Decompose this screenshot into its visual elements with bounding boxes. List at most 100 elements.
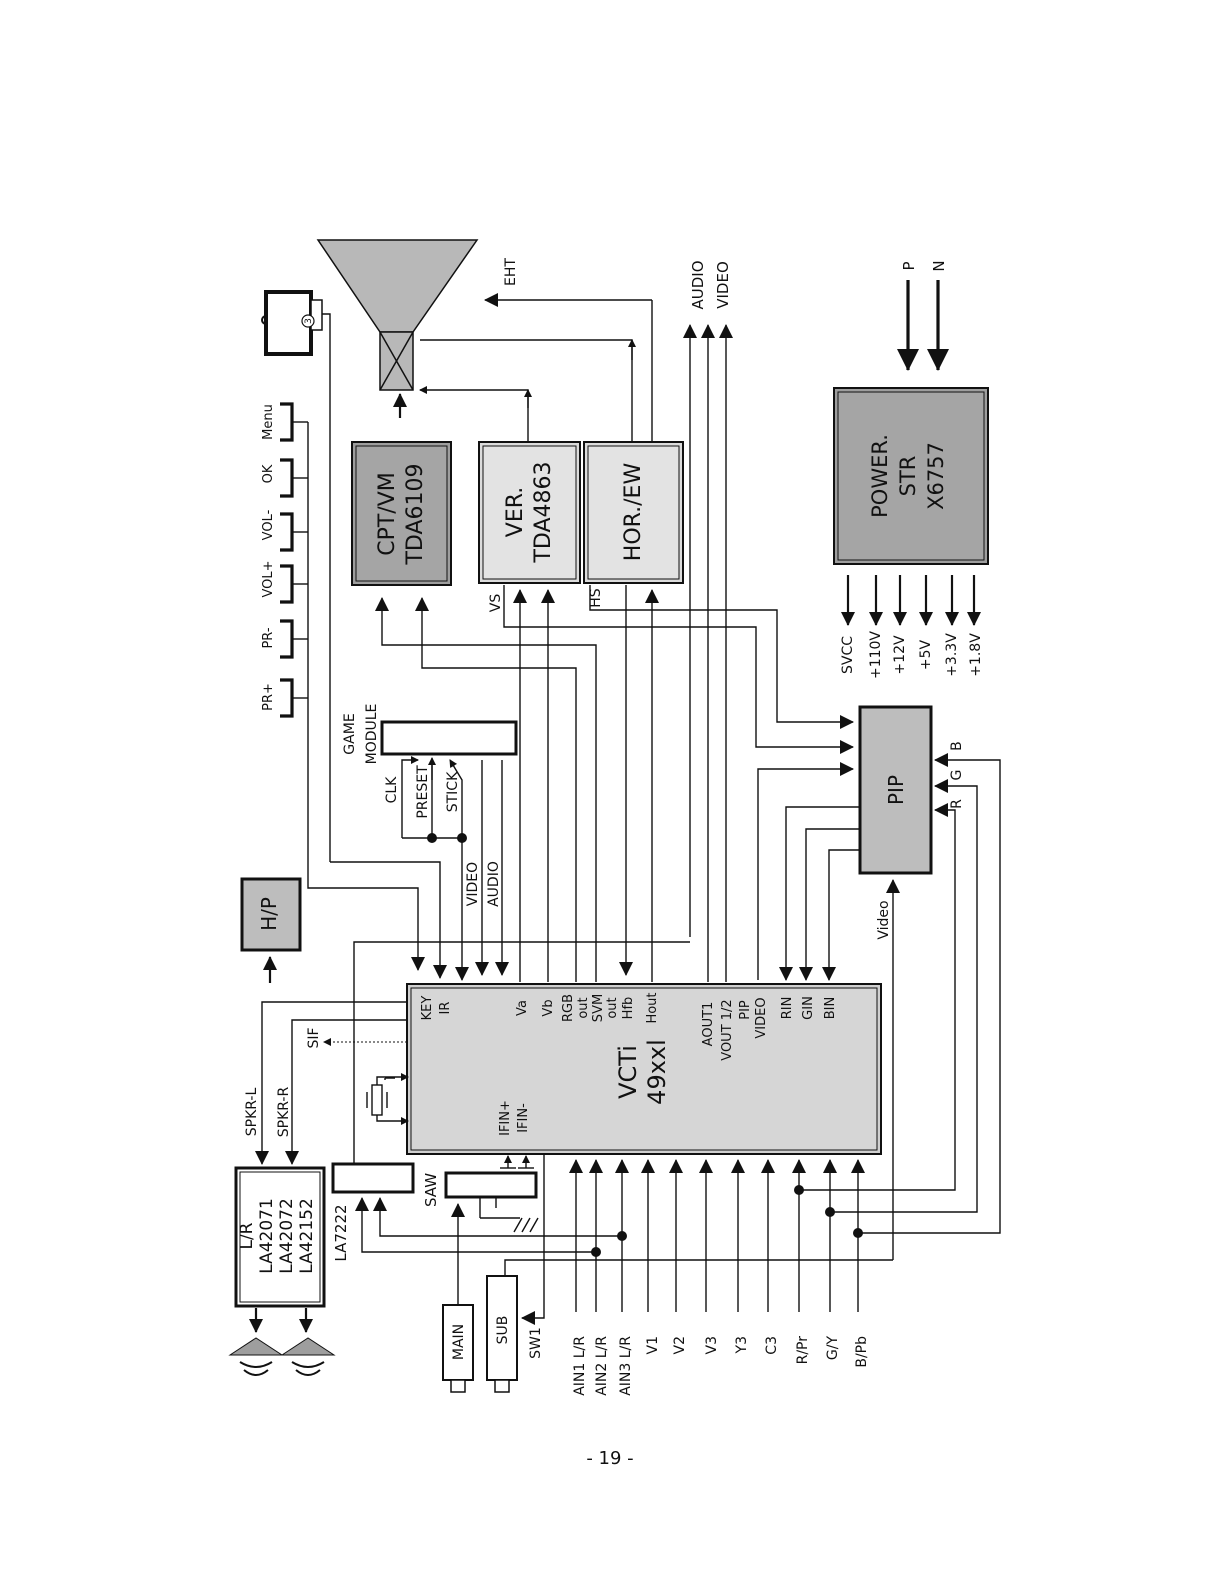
pip-block: PIP	[858, 705, 933, 875]
label-preset: PRESET	[415, 765, 431, 819]
key-buttons	[280, 402, 425, 971]
vcti-line2: 49xxl	[643, 1039, 671, 1105]
pip-input-g: G	[949, 770, 965, 781]
pin-svm-out: out	[605, 997, 620, 1018]
input-lines	[569, 1159, 865, 1312]
pin-key: KEY	[420, 996, 435, 1021]
saw-label: SAW	[422, 1173, 440, 1207]
pin-hfb: Hfb	[621, 997, 636, 1020]
power-line1: POWER.	[868, 434, 892, 518]
pin-rin: RIN	[780, 997, 795, 1020]
main-tuner[interactable]: MAIN	[442, 1304, 474, 1393]
pin-aout1: AOUT1	[701, 1002, 716, 1047]
amp-line2: LA42071	[257, 1198, 277, 1274]
game-label-1: GAME	[342, 713, 358, 754]
label-game-audio: AUDIO	[486, 861, 502, 907]
crt-pin-label: 3	[304, 318, 314, 324]
game-module	[380, 720, 518, 756]
main-label: MAIN	[451, 1324, 467, 1360]
rail-110v: +110V	[868, 631, 884, 679]
pip-video-label: Video	[876, 900, 892, 939]
label-p: P	[900, 261, 918, 270]
power-line2: STR	[896, 456, 920, 497]
label-spkr-l: SPKR-L	[244, 1088, 260, 1137]
pin-pip: PIP	[738, 1000, 753, 1020]
vcti-line1: VCTi	[614, 1045, 642, 1099]
rail-12v: +12V	[892, 635, 908, 675]
la7222-block	[331, 1162, 415, 1194]
key-label-pr-plus[interactable]: PR+	[261, 683, 276, 711]
crt-tube	[316, 239, 479, 418]
input-c3: C3	[764, 1336, 780, 1355]
pip-input-r: R	[949, 799, 965, 809]
label-game-video: VIDEO	[465, 862, 481, 906]
label-eht: EHT	[503, 258, 519, 286]
hor-line1: HOR./EW	[621, 463, 646, 562]
input-v2: V2	[672, 1336, 688, 1354]
rail-5v: +5V	[918, 639, 934, 670]
pin-gin: GIN	[801, 996, 816, 1020]
rail-1v8: +1.8V	[968, 633, 984, 677]
pin-ifin-minus: IFIN-	[516, 1103, 531, 1133]
pin-rgb: RGB	[561, 994, 576, 1022]
vcti-top-pins: KEY IR Va Vb RGB out SVM out Hfb Hout AO…	[420, 992, 838, 1060]
hp-block: H/P	[240, 877, 302, 983]
pip-label: PIP	[884, 775, 908, 805]
label-clk: CLK	[384, 776, 400, 804]
amp-line1: L/R	[237, 1222, 257, 1249]
speaker-right-icon	[280, 1337, 336, 1376]
label-vs: VS	[488, 594, 504, 613]
saw-filter	[444, 1171, 539, 1233]
label-spkr-r: SPKR-R	[276, 1087, 292, 1138]
key-label-pr-minus[interactable]: PR-	[261, 627, 276, 648]
label-video-out: VIDEO	[714, 261, 732, 309]
pin-pip-video: VIDEO	[754, 997, 769, 1038]
label-stick: STICK	[445, 771, 461, 812]
vcti-chip	[406, 983, 882, 1155]
crystal	[366, 1073, 409, 1125]
input-ain3: AIN3 L/R	[618, 1336, 634, 1396]
cpt-vm-block: CPT/VM TDA6109	[351, 441, 452, 586]
pin-hout: Hout	[645, 992, 660, 1023]
label-audio-out: AUDIO	[689, 260, 707, 309]
pin-va: Va	[515, 1000, 530, 1016]
pin-svm: SVM	[591, 994, 606, 1022]
amp-line4: LA42152	[297, 1198, 317, 1274]
cpt-line1: CPT/VM	[375, 472, 400, 556]
sub-tuner[interactable]: SUB	[486, 1275, 518, 1393]
hp-label: H/P	[257, 897, 281, 931]
label-sw1: SW1	[528, 1327, 544, 1359]
power-block: POWER. STR X6757	[833, 387, 989, 565]
speaker-left-icon	[228, 1337, 284, 1376]
amp-line3: LA42072	[277, 1198, 297, 1274]
pin-rgb-out: out	[576, 997, 591, 1018]
key-label-vol-minus[interactable]: VOL-	[261, 509, 276, 540]
label-hs: HS	[588, 588, 604, 608]
ver-line1: VER.	[503, 487, 528, 537]
pin-vout: VOUT 1/2	[720, 999, 735, 1060]
input-v3: V3	[704, 1336, 720, 1354]
ver-block: VER. TDA4863	[478, 441, 581, 584]
input-rpr: R/Pr	[795, 1336, 811, 1365]
pin-ir: IR	[438, 1002, 453, 1015]
page-number: - 19 -	[586, 1448, 634, 1469]
key-label-ok[interactable]: OK	[261, 464, 276, 483]
power-line3: X6757	[924, 442, 948, 510]
input-y3: Y3	[734, 1336, 750, 1354]
hor-ew-block: HOR./EW	[583, 441, 684, 584]
la7222-label: LA7222	[332, 1204, 350, 1261]
input-gy: G/Y	[825, 1336, 841, 1361]
key-label-vol-plus[interactable]: VOL+	[261, 560, 276, 597]
label-n: N	[930, 260, 948, 271]
pin-ifin-plus: IFIN+	[498, 1100, 513, 1136]
pip-input-b: B	[949, 741, 965, 751]
input-ain1: AIN1 L/R	[572, 1336, 588, 1396]
input-bpb: B/Pb	[854, 1336, 870, 1368]
power-rails	[841, 575, 981, 626]
input-v1: V1	[645, 1336, 661, 1354]
input-ain2: AIN2 L/R	[594, 1336, 610, 1396]
cpt-line2: TDA6109	[403, 463, 428, 565]
key-label-menu[interactable]: Menu	[261, 404, 276, 440]
ver-line2: TDA4863	[531, 461, 556, 563]
